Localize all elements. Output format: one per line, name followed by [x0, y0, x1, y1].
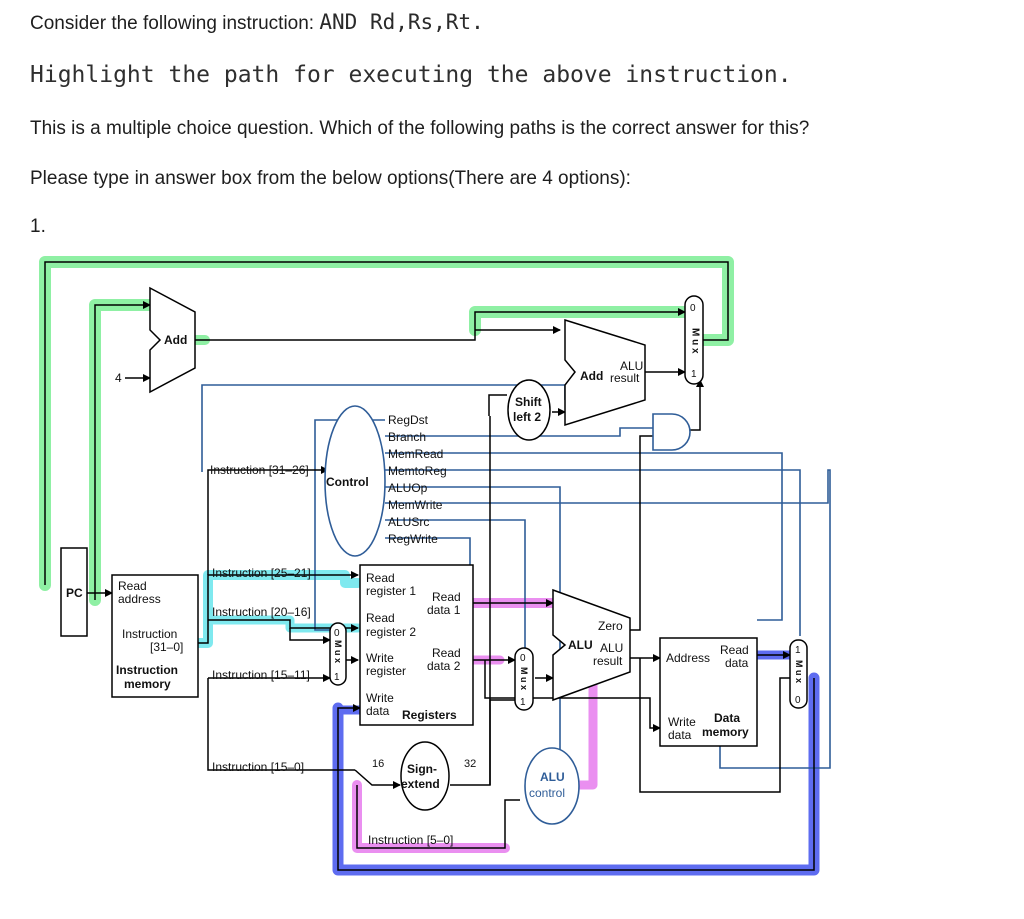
alu-result-label-1: ALU	[600, 641, 623, 655]
regdst-mux-0: 0	[334, 628, 340, 639]
question-body: This is a multiple choice question. Whic…	[30, 118, 810, 139]
pc-source-mux	[684, 295, 704, 385]
instr-20-16-label: Instruction [20–16]	[212, 605, 311, 619]
reg-read-data1-a: Read	[432, 590, 461, 604]
branch-and-gate	[652, 413, 691, 451]
bits-16-label: 16	[372, 758, 384, 770]
reg-write-data-a: Write	[366, 691, 394, 705]
instruction-text: AND Rd,Rs,Rt.	[319, 10, 484, 34]
reg-write-reg-b: register	[366, 664, 406, 678]
imem-name-1: Instruction	[116, 663, 178, 677]
shift-label-1: Shift	[515, 395, 542, 409]
imem-instruction-label: Instruction	[122, 627, 177, 641]
reg-read-reg1-a: Read	[366, 571, 395, 585]
control-signal-alusrc: ALUSrc	[388, 515, 429, 529]
alu-main-label: ALU	[568, 638, 593, 652]
control-signal-regdst: RegDst	[388, 413, 429, 427]
pc-mux-0: 0	[690, 303, 696, 314]
dmem-name-2: memory	[702, 725, 749, 739]
reg-read-reg2-a: Read	[366, 611, 395, 625]
instr-15-0-label: Instruction [15–0]	[212, 760, 304, 774]
bits-32-label: 32	[464, 758, 476, 770]
pc-adder-label: Add	[164, 333, 187, 347]
alu-control-label-2: control	[529, 786, 565, 800]
branch-result-label: result	[610, 371, 640, 385]
memtoreg-mux-label: M u x	[794, 660, 804, 683]
alusrc-mux	[514, 647, 534, 711]
dmem-read-label-2: data	[725, 656, 749, 670]
question-heading: Highlight the path for executing the abo…	[30, 62, 792, 88]
instruction-memory	[111, 574, 199, 698]
imem-bits-label: [31–0]	[150, 640, 183, 654]
dmem-address-label: Address	[666, 651, 710, 665]
pc-mux-1: 1	[691, 369, 697, 380]
instr-15-11-label: Instruction [15–11]	[212, 668, 310, 682]
memtoreg-mux-0: 0	[795, 695, 801, 706]
sign-extend-label-1: Sign-	[407, 762, 437, 776]
reg-read-data2-a: Read	[432, 646, 461, 660]
control-signal-regwrite: RegWrite	[388, 532, 438, 546]
imem-read-label: Read	[118, 579, 147, 593]
control-label: Control	[326, 475, 369, 489]
reg-read-reg1-b: register 1	[366, 584, 416, 598]
main-alu	[552, 588, 631, 702]
alu-control-label-1: ALU	[540, 770, 565, 784]
pc-adder	[149, 286, 196, 394]
register-file	[359, 564, 474, 726]
question-intro: Consider the following instruction: AND …	[30, 10, 484, 35]
branch-adder-label: Add	[580, 369, 603, 383]
pc-register	[60, 547, 88, 637]
imem-name-2: memory	[124, 677, 171, 691]
highlight-green-pc-add	[89, 299, 156, 606]
instr-5-0-label: Instruction [5–0]	[368, 833, 453, 847]
alusrc-mux-1: 1	[520, 697, 526, 708]
pc-mux-label: M u x	[690, 328, 701, 354]
instr-25-21-label: Instruction [25–21]	[212, 566, 311, 580]
highlight-pink-aluctrl	[573, 660, 598, 790]
control-signal-memwrite: MemWrite	[388, 498, 443, 512]
instr-31-26-label: Instruction [31–26]	[210, 463, 309, 477]
datapath-wires	[44, 261, 815, 871]
branch-adder	[564, 318, 646, 427]
reg-write-reg-a: Write	[366, 651, 394, 665]
sign-extend	[400, 741, 450, 811]
reg-read-data2-b: data 2	[427, 659, 461, 673]
memtoreg-mux	[789, 639, 808, 709]
control-signal-branch: Branch	[388, 430, 426, 444]
registers-label: Registers	[402, 708, 457, 722]
option-number: 1.	[30, 216, 46, 237]
reg-read-data1-b: data 1	[427, 603, 461, 617]
control-signal-memread: MemRead	[388, 447, 443, 461]
dmem-name-1: Data	[714, 711, 740, 725]
sign-extend-label-2: extend	[401, 777, 440, 791]
dmem-write-label-2: data	[668, 728, 692, 742]
dmem-write-label-1: Write	[668, 715, 696, 729]
dmem-read-label-1: Read	[720, 643, 749, 657]
question-instructions: Please type in answer box from the below…	[30, 168, 631, 189]
regdst-mux	[329, 622, 347, 686]
intro-prefix: Consider the following instruction:	[30, 13, 320, 34]
alu-result-label-2: result	[593, 654, 623, 668]
branch-alu-label: ALU	[620, 359, 643, 373]
memtoreg-mux-1: 1	[795, 645, 801, 656]
control-signal-aluop: ALUOp	[388, 481, 428, 495]
shift-left-2	[507, 379, 551, 441]
alu-control	[524, 747, 580, 825]
control-unit	[324, 405, 386, 557]
regdst-mux-label: M u x	[333, 640, 343, 663]
alusrc-mux-0: 0	[520, 653, 526, 664]
alusrc-mux-label: M u x	[519, 667, 529, 690]
reg-write-data-b: data	[366, 704, 390, 718]
control-signal-memtoreg: MemtoReg	[388, 464, 447, 478]
reg-read-reg2-b: register 2	[366, 625, 416, 639]
alu-zero-label: Zero	[598, 619, 623, 633]
constant-four: 4	[115, 371, 122, 385]
imem-address-label: address	[118, 592, 161, 606]
pc-label: PC	[66, 586, 83, 600]
regdst-mux-1: 1	[334, 672, 340, 683]
shift-label-2: left 2	[513, 410, 541, 424]
data-memory	[659, 637, 758, 747]
